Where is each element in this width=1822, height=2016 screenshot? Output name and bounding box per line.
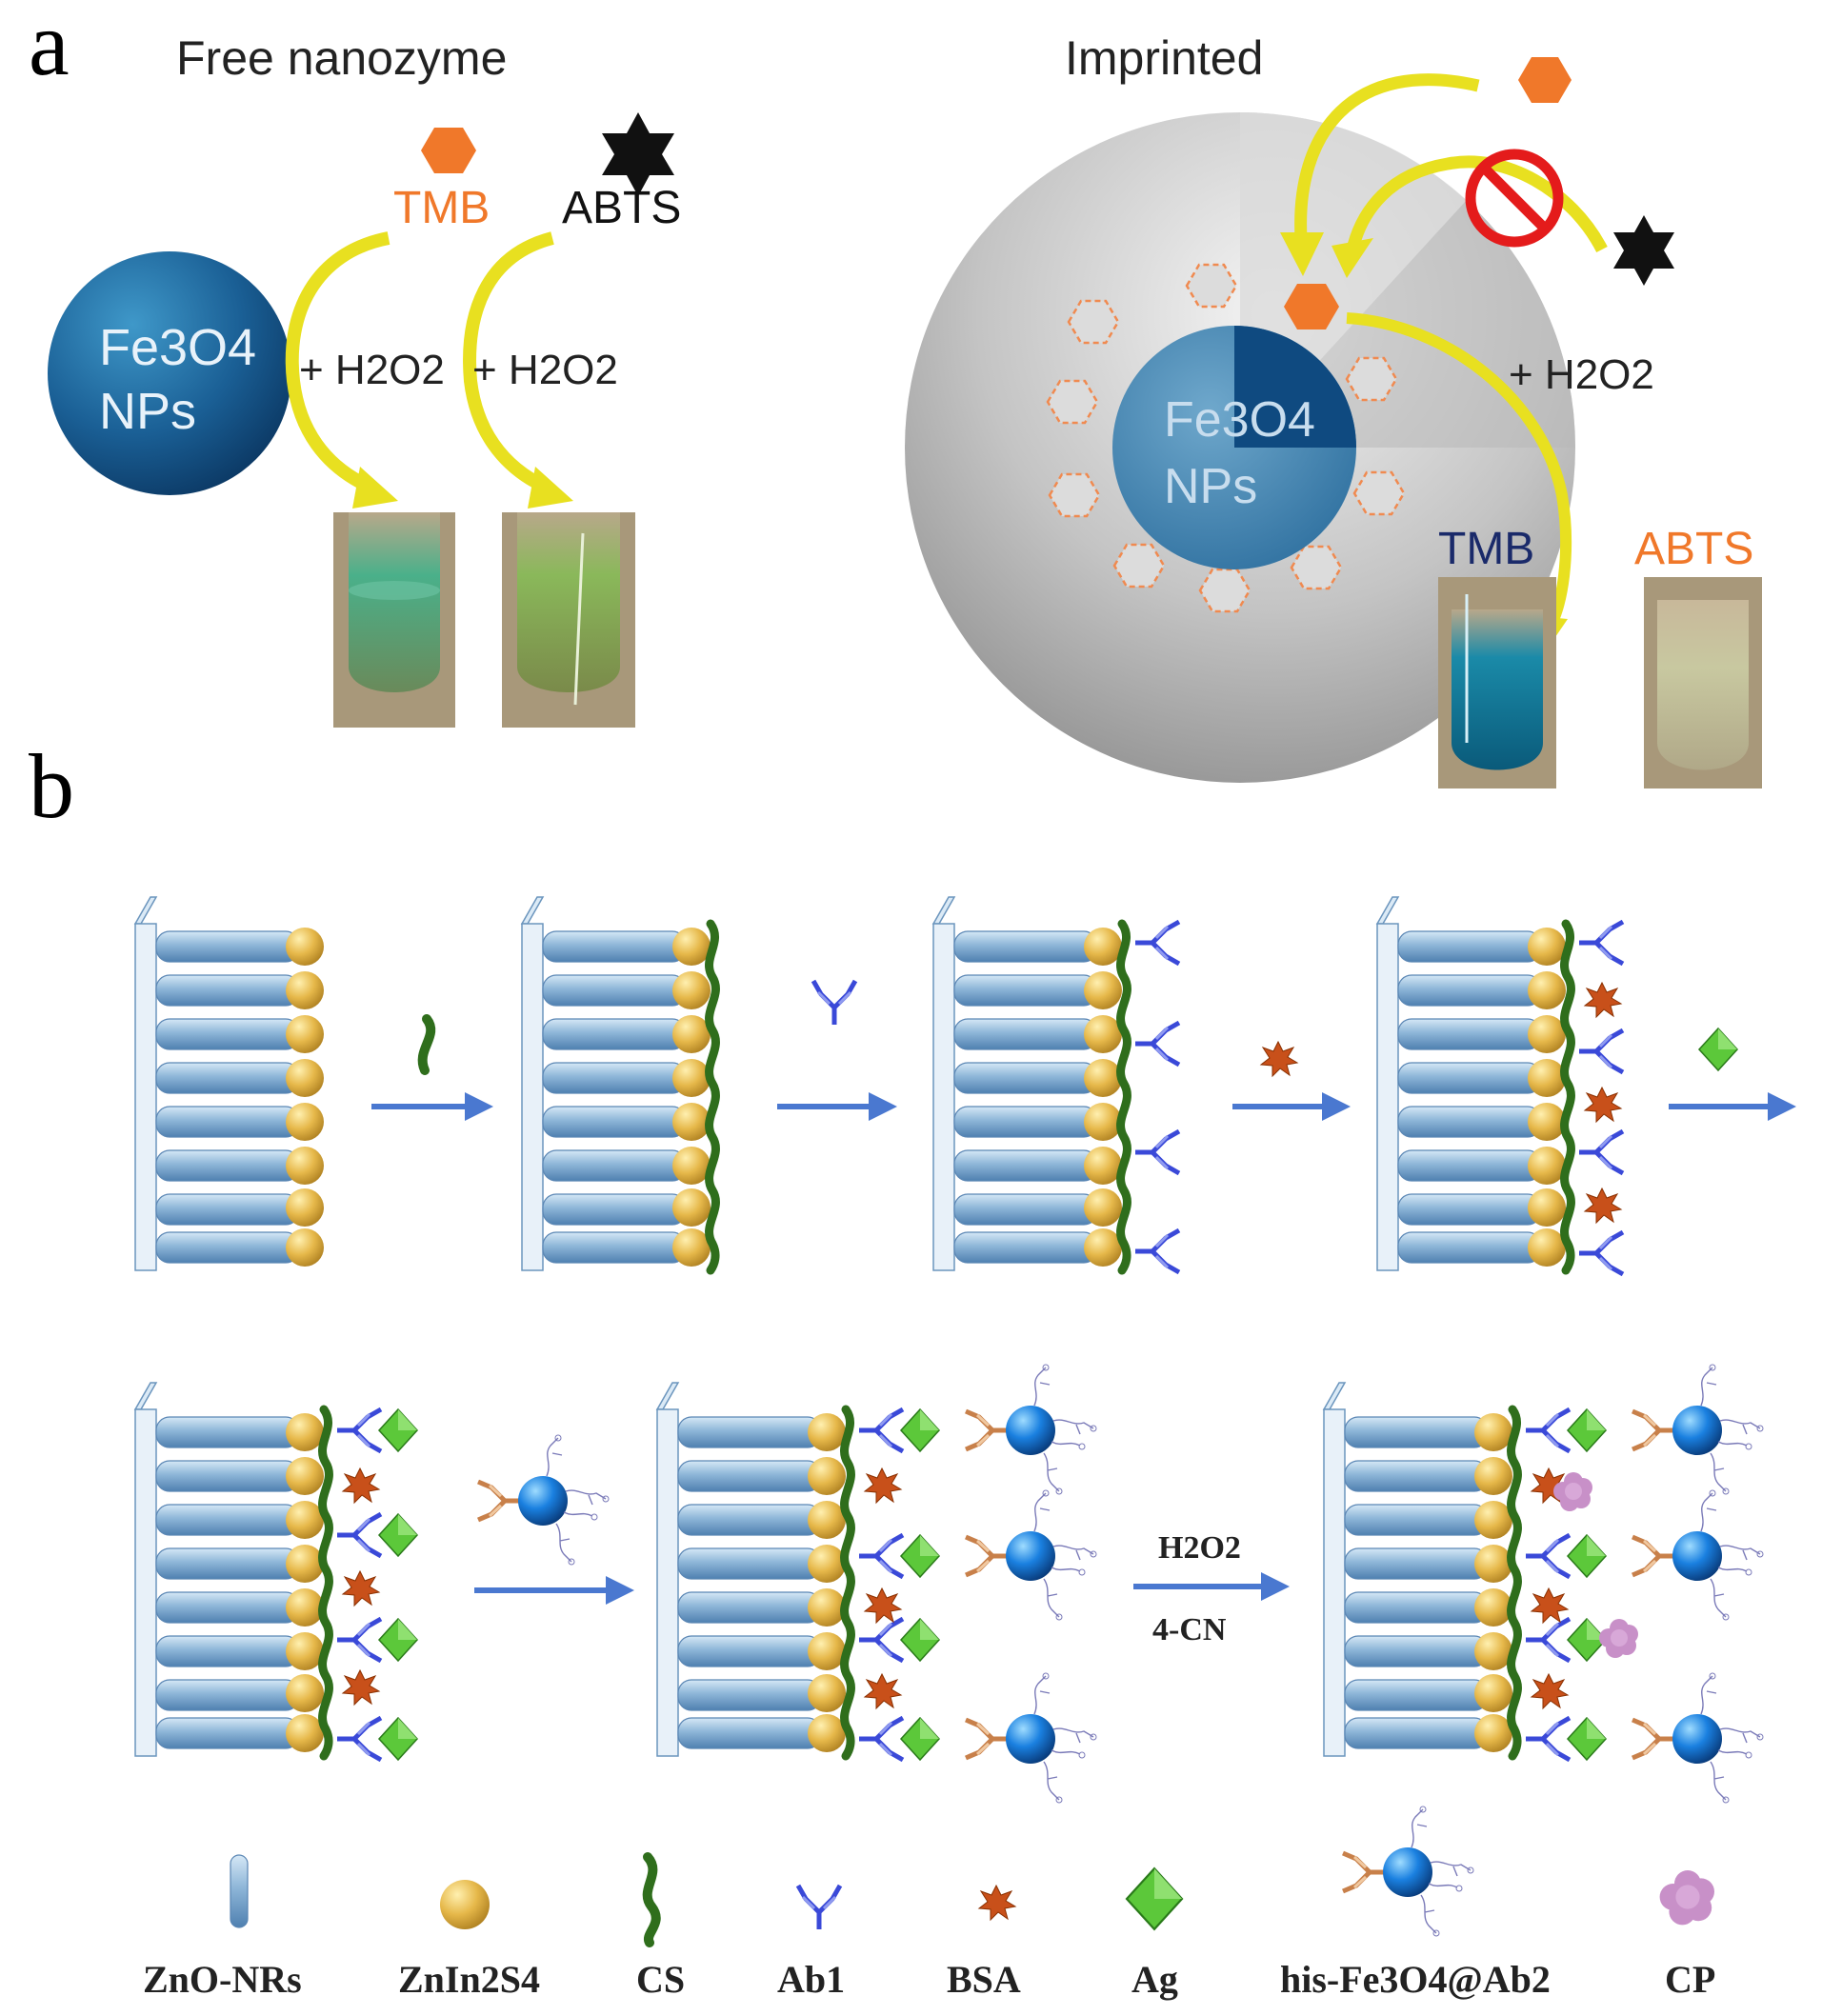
imprinted-abts-label: ABTS bbox=[1634, 524, 1753, 574]
legend-label-znin2s4: ZnIn2S4 bbox=[398, 1958, 540, 2001]
imprinted-product-curved-arrow bbox=[1346, 312, 1572, 632]
electrode-step-2 bbox=[521, 896, 715, 1270]
reagent-h2o2-label: H2O2 bbox=[1158, 1530, 1241, 1566]
electrode-step-4 bbox=[1376, 896, 1623, 1274]
legend-cp-icon bbox=[1659, 1870, 1714, 1926]
free-tmb-curved-arrow bbox=[285, 231, 390, 494]
abts-star-icon bbox=[602, 112, 674, 196]
electrode-step-5 bbox=[134, 1382, 418, 1760]
legend-label-cs: CS bbox=[636, 1958, 685, 2001]
free-tmb-arrowhead bbox=[352, 467, 398, 509]
imprinted-tmb-tube-photo bbox=[1438, 577, 1556, 788]
free-abts-tube-photo bbox=[502, 512, 635, 728]
bound-tmb-hexagon-icon bbox=[1284, 284, 1339, 329]
electrode-step-3 bbox=[932, 896, 1179, 1272]
free-np-formula: Fe3O4 bbox=[99, 319, 256, 376]
legend-label-bsa: BSA bbox=[947, 1958, 1021, 2001]
free-abts-arrowhead bbox=[528, 467, 573, 509]
ab1-antibody-icon bbox=[813, 981, 855, 1025]
imprinted-abts-tube-photo bbox=[1644, 577, 1762, 788]
legend-his-fe3o4-ab2-icon bbox=[1343, 1806, 1473, 1936]
core-cutaway-quadrant bbox=[1234, 326, 1356, 448]
legend-bsa-icon bbox=[978, 1885, 1016, 1921]
fe3o4-nanoparticle bbox=[48, 251, 291, 495]
abts-blocked-curved-arrow bbox=[1346, 155, 1608, 253]
legend-znin2s4-sphere-icon bbox=[440, 1880, 490, 1929]
imprinted-np-formula: Fe3O4 bbox=[1164, 392, 1315, 448]
legend-cs-strand-icon bbox=[642, 1852, 661, 1947]
free-np-name: NPs bbox=[99, 383, 196, 440]
free-tmb-label: TMB bbox=[393, 183, 490, 233]
free-abts-curved-arrow bbox=[463, 231, 554, 494]
legend: ZnO-NRs ZnIn2S4 CS Ab1 BSA Ag his-Fe3O4@… bbox=[143, 1806, 1715, 2001]
legend-ag-antigen-icon bbox=[1125, 1867, 1184, 1930]
tmb-hexagon-icon bbox=[421, 128, 476, 173]
prohibited-slash bbox=[1480, 164, 1549, 232]
imprinted-tmb-label: TMB bbox=[1438, 524, 1534, 574]
free-h2o2-label-2: + H2O2 bbox=[472, 347, 618, 393]
free-h2o2-label-1: + H2O2 bbox=[299, 347, 445, 393]
imprinted-np-name: NPs bbox=[1164, 459, 1257, 514]
legend-zno-rod-icon bbox=[230, 1854, 249, 1928]
free-nanozyme-title: Free nanozyme bbox=[176, 31, 507, 85]
cs-strand-icon bbox=[417, 1014, 436, 1075]
imprinted-title: Imprinted bbox=[1065, 31, 1263, 85]
electrode-step-6 bbox=[656, 1365, 1096, 1803]
incoming-tmb-hexagon-icon bbox=[1518, 57, 1572, 103]
electrode-step-7 bbox=[1323, 1365, 1763, 1803]
panel-a-label: a bbox=[29, 0, 70, 94]
legend-label-zno: ZnO-NRs bbox=[143, 1958, 302, 2001]
ag-antigen-icon bbox=[1698, 1028, 1738, 1071]
his-fe3o4-ab2-conjugate-icon bbox=[478, 1435, 609, 1565]
abts-blocked-arrowhead bbox=[1331, 238, 1373, 278]
legend-ab1-antibody-icon bbox=[798, 1886, 840, 1929]
imprinted-tmb-arrowhead bbox=[1280, 232, 1324, 276]
legend-label-ag: Ag bbox=[1131, 1958, 1178, 2001]
reagent-4cn-label: 4-CN bbox=[1152, 1612, 1227, 1647]
panel-b-label: b bbox=[29, 735, 74, 837]
legend-label-cp: CP bbox=[1665, 1958, 1715, 2001]
prohibited-icon bbox=[1465, 149, 1564, 248]
imprinted-tmb-curved-arrow bbox=[1294, 73, 1480, 239]
bsa-icon bbox=[1260, 1041, 1298, 1077]
legend-label-his-fe3o4-ab2: his-Fe3O4@Ab2 bbox=[1280, 1958, 1551, 2001]
free-tmb-tube-photo bbox=[333, 512, 455, 728]
free-abts-label: ABTS bbox=[562, 183, 681, 233]
imprinted-h2o2-label: + H2O2 bbox=[1509, 351, 1654, 398]
abts-blocked-star-icon bbox=[1613, 215, 1674, 286]
electrode-step-1 bbox=[134, 896, 325, 1271]
legend-label-ab1: Ab1 bbox=[777, 1958, 845, 2001]
